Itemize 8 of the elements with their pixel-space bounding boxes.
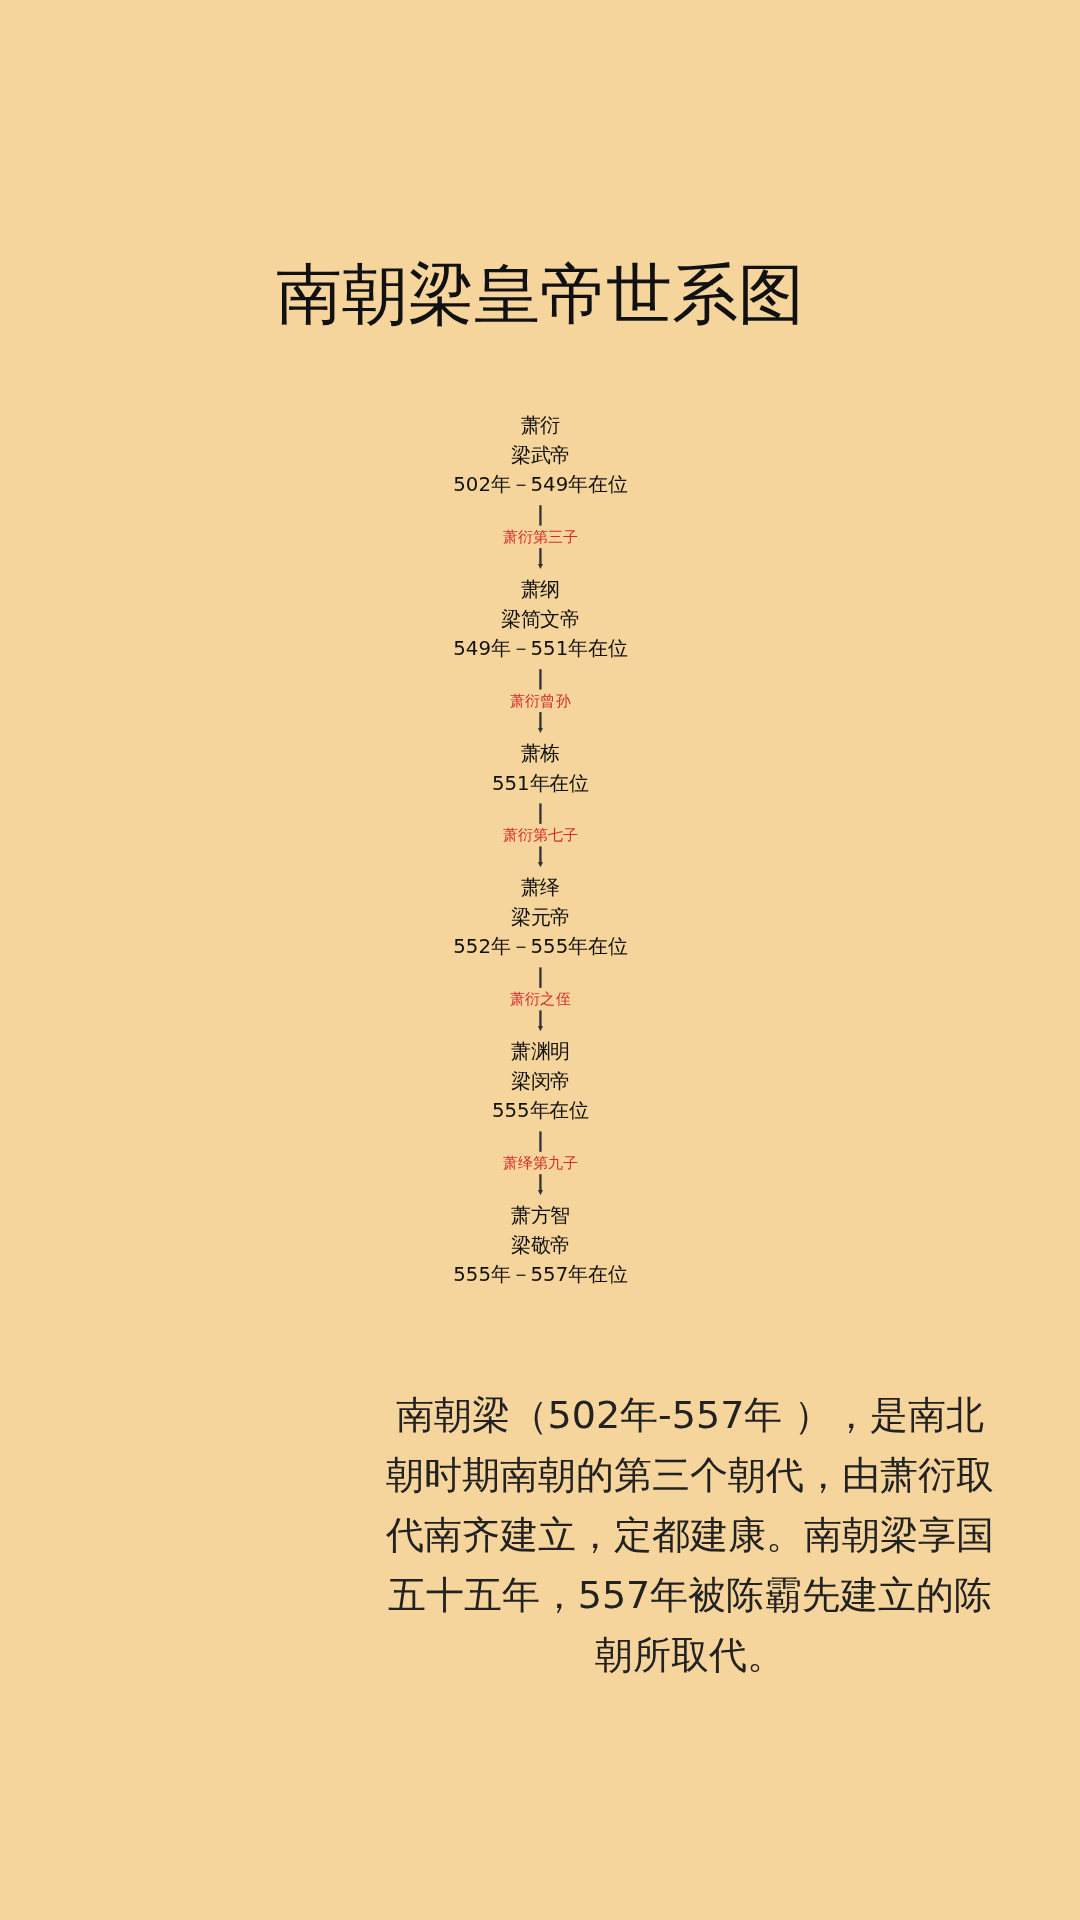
emperor-label: 萧栋 551年在位 [491, 741, 589, 795]
emperor-label: 萧绎 梁元帝 552年－555年在位 [452, 875, 628, 959]
title: 南朝梁皇帝世系图 [275, 255, 805, 335]
emperor-label: 萧衍 梁武帝 502年－549年在位 [452, 413, 628, 496]
caption: 南朝梁（502年-557年 ），是南北朝时期南朝的第三个朝代，由萧衍取代南齐建立，定都建康。南朝梁享国五十五年，557年被陈霸先建立的陈朝所取代。 [385, 1392, 995, 1679]
emperor-label: 萧渊明 梁闵帝 555年在位 [491, 1039, 589, 1123]
emperor-label: 萧方智 梁敬帝 555年－557年在位 [452, 1203, 628, 1286]
emperor-label: 萧纲 梁简文帝 549年－551年在位 [452, 577, 628, 660]
